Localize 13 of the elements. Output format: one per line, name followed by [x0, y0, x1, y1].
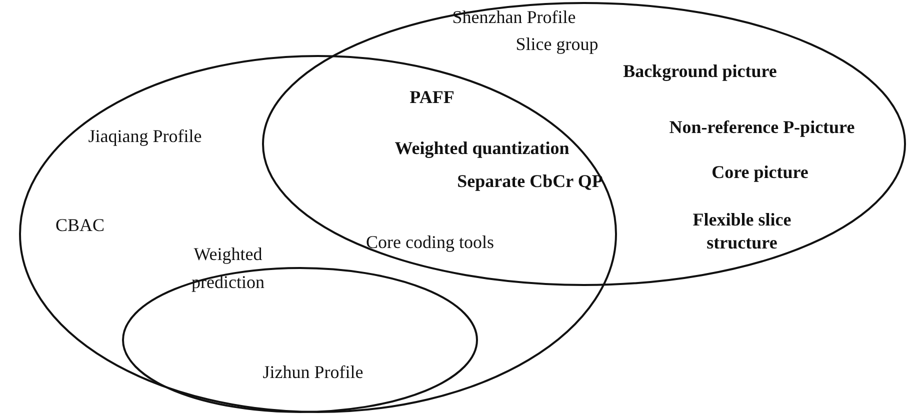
- feature-label: Background picture: [623, 60, 777, 84]
- feature-label: Slice group: [516, 33, 598, 56]
- feature-label: Non-reference P-picture: [669, 116, 855, 140]
- feature-label: CBAC: [55, 214, 105, 238]
- set-label: Jizhun Profile: [262, 361, 364, 384]
- set-label: Jiaqiang Profile: [88, 125, 202, 148]
- feature-label: Core picture: [712, 161, 808, 184]
- feature-label: Flexible slice structure: [692, 208, 792, 255]
- feature-label: Weighted prediction: [190, 243, 266, 294]
- set-label: Shenzhan Profile: [452, 6, 576, 30]
- feature-label: Core coding tools: [366, 231, 494, 254]
- feature-label: PAFF: [410, 86, 454, 110]
- feature-label: Weighted quantization: [394, 137, 570, 160]
